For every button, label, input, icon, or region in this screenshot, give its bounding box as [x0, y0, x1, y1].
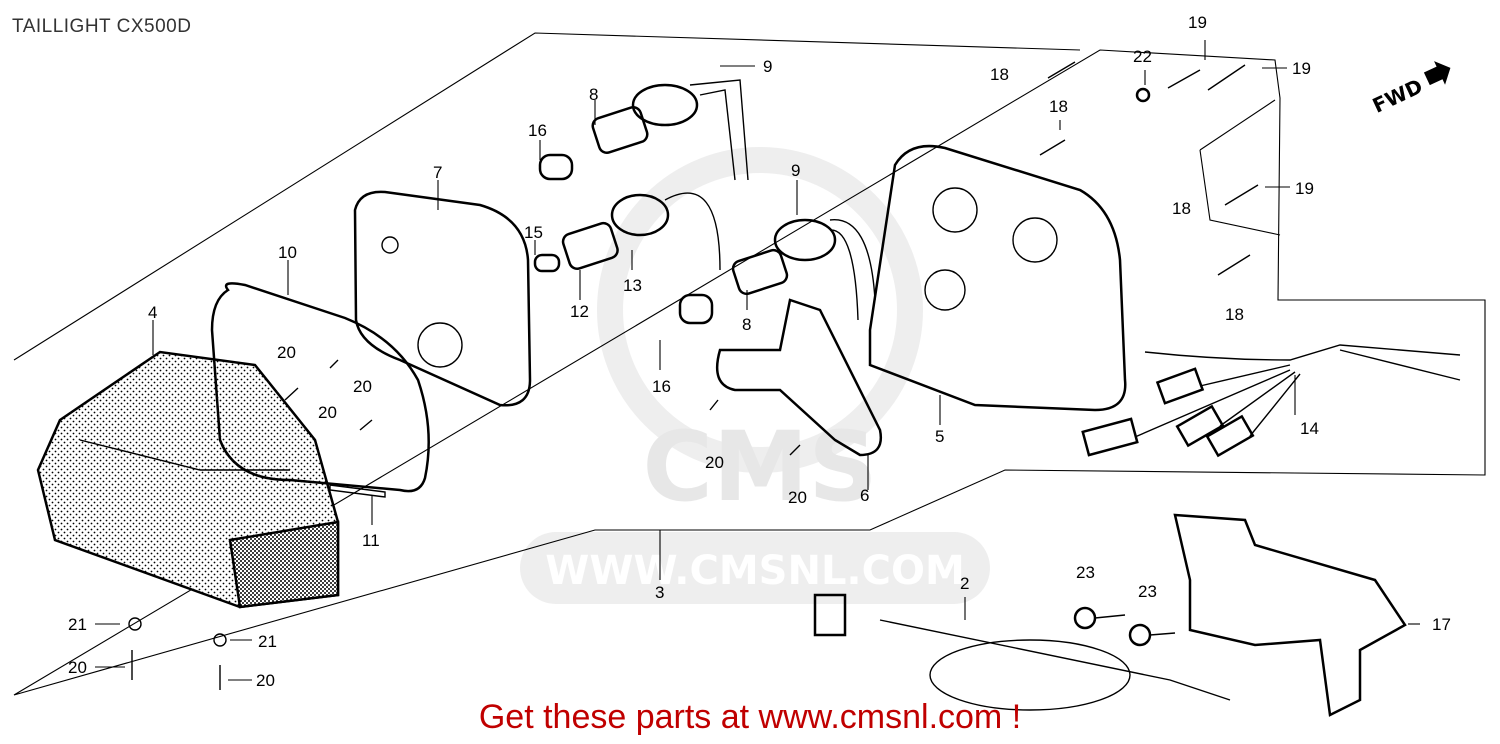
- watermark-brand: CMS: [642, 411, 877, 523]
- callout-c31: 2: [960, 574, 969, 593]
- part-16-bulb-upper: [538, 153, 574, 181]
- callout-c35: 21: [68, 615, 87, 634]
- callout-c16: 11: [362, 531, 380, 550]
- callout-c10: 16: [652, 377, 671, 396]
- callout-c11: 10: [278, 243, 297, 262]
- leader-lines: [95, 40, 1420, 681]
- callout-c32: 23: [1076, 563, 1095, 582]
- part-6-bracket: [715, 298, 883, 457]
- callout-c3: 16: [528, 121, 547, 140]
- callout-c15: 20: [318, 403, 337, 422]
- callout-c1: 9: [763, 57, 772, 76]
- part-5-housing: [868, 144, 1127, 412]
- callout-c13: 20: [277, 343, 296, 362]
- part-9-socket-right: [731, 218, 876, 321]
- callout-c27: 19: [1295, 179, 1314, 198]
- callout-c20: 5: [935, 427, 944, 446]
- part-10-gasket: [210, 282, 430, 493]
- callout-c2: 8: [589, 85, 598, 104]
- callout-c21: 18: [990, 65, 1009, 84]
- fwd-direction-marker: FWD: [1369, 61, 1451, 118]
- callout-c36: 21: [258, 632, 277, 651]
- callout-c29: 14: [1300, 419, 1319, 438]
- part-9-socket-upper: [591, 79, 749, 181]
- fwd-arrow-icon: [1423, 61, 1451, 86]
- part-2-wire: [813, 593, 1231, 711]
- callout-c12: 4: [148, 303, 157, 322]
- callout-c22: 22: [1133, 47, 1152, 66]
- watermark: CMS WWW.CMSNL.COM: [520, 147, 990, 604]
- callout-c38: 20: [256, 671, 275, 690]
- callout-c9: 8: [742, 315, 751, 334]
- fwd-label: FWD: [1369, 74, 1427, 118]
- callout-c18: 20: [788, 488, 807, 507]
- bolt-group-outline: [1199, 99, 1281, 236]
- part-7-reflector: [353, 190, 532, 407]
- part-15-bulb-small: [533, 253, 561, 273]
- page-title: TAILLIGHT CX500D: [12, 16, 192, 37]
- parts-link-banner[interactable]: Get these parts at www.cmsnl.com !: [478, 698, 1022, 736]
- callout-c24: 19: [1292, 59, 1311, 78]
- part-14-harness: [1081, 344, 1461, 458]
- callout-c5: 9: [791, 161, 800, 180]
- watermark-logo-ring: [597, 147, 923, 473]
- callout-c34: 17: [1432, 615, 1451, 634]
- callout-c37: 20: [68, 658, 87, 677]
- callout-c23: 19: [1188, 13, 1207, 32]
- callout-c19: 6: [860, 486, 869, 505]
- callout-labels: 9 8 16 7 9 15 12 13 8 16 10 4 20 20 20 1…: [68, 13, 1451, 690]
- callout-c8: 13: [623, 276, 642, 295]
- callout-c26: 18: [1172, 199, 1191, 218]
- callout-c14: 20: [353, 377, 372, 396]
- part-13-socket-lower: [561, 192, 721, 271]
- part-11-seal: [329, 484, 386, 498]
- part-17-bracket: [1173, 513, 1407, 717]
- callout-c17: 20: [705, 453, 724, 472]
- callout-c4: 7: [433, 163, 442, 182]
- callout-c33: 23: [1138, 582, 1157, 601]
- part-23-bolts: [1073, 606, 1176, 647]
- callout-c30: 3: [655, 583, 664, 602]
- callout-c6: 15: [524, 223, 543, 242]
- callout-c7: 12: [570, 302, 589, 321]
- watermark-url: WWW.CMSNL.COM: [545, 548, 965, 594]
- part-16-bulb-lower: [678, 293, 714, 325]
- assembly-outline: [13, 32, 1486, 696]
- part-4-lens: [36, 350, 340, 609]
- callout-c28: 18: [1225, 305, 1244, 324]
- watermark-url-band: [520, 532, 990, 604]
- callout-c25: 18: [1049, 97, 1068, 116]
- fasteners: [128, 61, 1259, 690]
